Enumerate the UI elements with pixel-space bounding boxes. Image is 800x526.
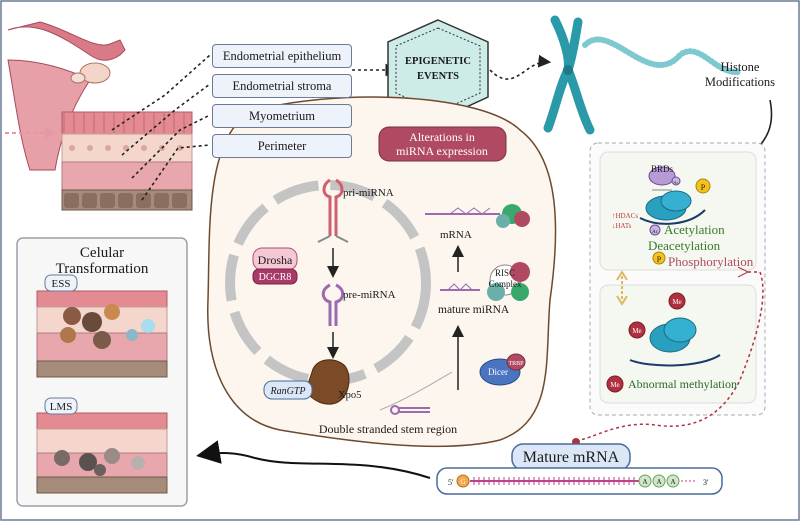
- risc-label-2: Complex: [489, 279, 522, 289]
- histone-line2: Modifications: [705, 75, 775, 89]
- transformation-title-2: Transformation: [56, 261, 149, 277]
- poly-a-tail: [638, 474, 697, 488]
- alterations-box: [378, 126, 507, 162]
- brd-label: BRDs: [651, 164, 674, 174]
- double-stranded-label: Double stranded stem region: [319, 422, 457, 436]
- hdac-label: ↑HDACs: [612, 212, 638, 220]
- alterations-line2: miRNA expression: [396, 144, 488, 158]
- nucleosome-bottom: [606, 292, 721, 393]
- three-prime-label: 3': [703, 478, 709, 487]
- mrna-label: mRNA: [440, 229, 472, 241]
- rangtp-box: [263, 380, 313, 400]
- connector-head: [737, 266, 750, 278]
- uterus-arrow-head: [45, 126, 55, 140]
- five-prime-label: 5': [448, 478, 454, 487]
- methylation-arrows: [616, 270, 628, 306]
- pre-mirna-hairpin: [321, 283, 345, 326]
- layer-epithelium: Endometrial epithelium: [212, 44, 352, 68]
- cell-membrane: [207, 96, 557, 448]
- lms-label: LMS: [50, 401, 73, 413]
- dicer-protein: [479, 353, 526, 386]
- ess-tag: [44, 274, 78, 292]
- risc-label-1: RISC: [495, 268, 515, 278]
- layer-perimeter: Perimeter: [212, 134, 352, 158]
- abnormal-methylation-label: Abnormal methylation: [628, 377, 737, 391]
- drosha-label: Drosha: [258, 253, 293, 267]
- hat-label: ↓HATs: [612, 222, 632, 230]
- ess-tissue: [36, 290, 168, 378]
- lms-tag: [44, 397, 78, 415]
- layer-myometrium: Myometrium: [212, 104, 352, 128]
- trbp-label: TRBP: [508, 361, 524, 367]
- epigenetic-line2: EVENTS: [417, 71, 459, 82]
- nucleosome-top: [639, 166, 711, 265]
- mrna-bases: [473, 477, 635, 485]
- dgcr8-box: [252, 268, 298, 285]
- pre-mirna-label: pre-miRNA: [343, 289, 396, 301]
- phosphorylation-label: Phosphorylation: [668, 254, 754, 269]
- alterations-line1: Alterations in: [409, 130, 475, 144]
- ac-badge-2: Ac: [652, 230, 659, 235]
- transformation-title-1: Celular: [80, 245, 124, 261]
- acetylation-label: Acetylation: [664, 222, 725, 237]
- transformation-arrow: [196, 440, 431, 479]
- ac-badge-1: Ac: [673, 180, 678, 185]
- histone-line1: Histone: [721, 60, 760, 74]
- poly-a-2: A: [656, 478, 661, 486]
- xpo5-protein: [305, 359, 350, 405]
- p-badge-1: P: [701, 183, 706, 192]
- me-badge-2: Me: [632, 327, 641, 335]
- pri-mirna-label: pri-miRNA: [343, 187, 394, 199]
- p-badge-2: P: [657, 255, 662, 264]
- poly-a-1: A: [642, 478, 647, 486]
- epigenetic-line1: EPIGENETIC: [405, 56, 471, 67]
- mature-mirna-label: mature miRNA: [438, 304, 510, 316]
- chromosome-icon: [543, 15, 743, 135]
- double-stranded-rna: [390, 405, 430, 415]
- lms-tissue: [36, 412, 168, 494]
- cap-label: G: [460, 478, 465, 486]
- pri-mirna-hairpin: [317, 178, 349, 243]
- me-badge-3: Me: [610, 381, 619, 389]
- dgcr8-label: DGCR8: [259, 272, 292, 283]
- poly-a-3: A: [670, 478, 675, 486]
- mrna-cap: [456, 474, 470, 488]
- xpo5-label: Xpo5: [338, 390, 361, 401]
- mature-mrna-title: Mature mRNA: [523, 449, 620, 466]
- deacetylation-label: Deacetylation: [648, 238, 721, 253]
- rangtp-label: RanGTP: [270, 386, 306, 397]
- tissue-block: [61, 111, 193, 211]
- layer-stroma: Endometrial stroma: [212, 74, 352, 98]
- mrna-risc-group: [425, 204, 530, 228]
- risc-complex: [440, 262, 530, 301]
- ess-label: ESS: [52, 278, 71, 290]
- dicer-label: Dicer: [488, 367, 508, 377]
- dsr-connector: [379, 371, 453, 411]
- mrna-connector: [577, 271, 764, 441]
- me-badge-1: Me: [672, 298, 681, 306]
- leader-lines: [111, 54, 552, 201]
